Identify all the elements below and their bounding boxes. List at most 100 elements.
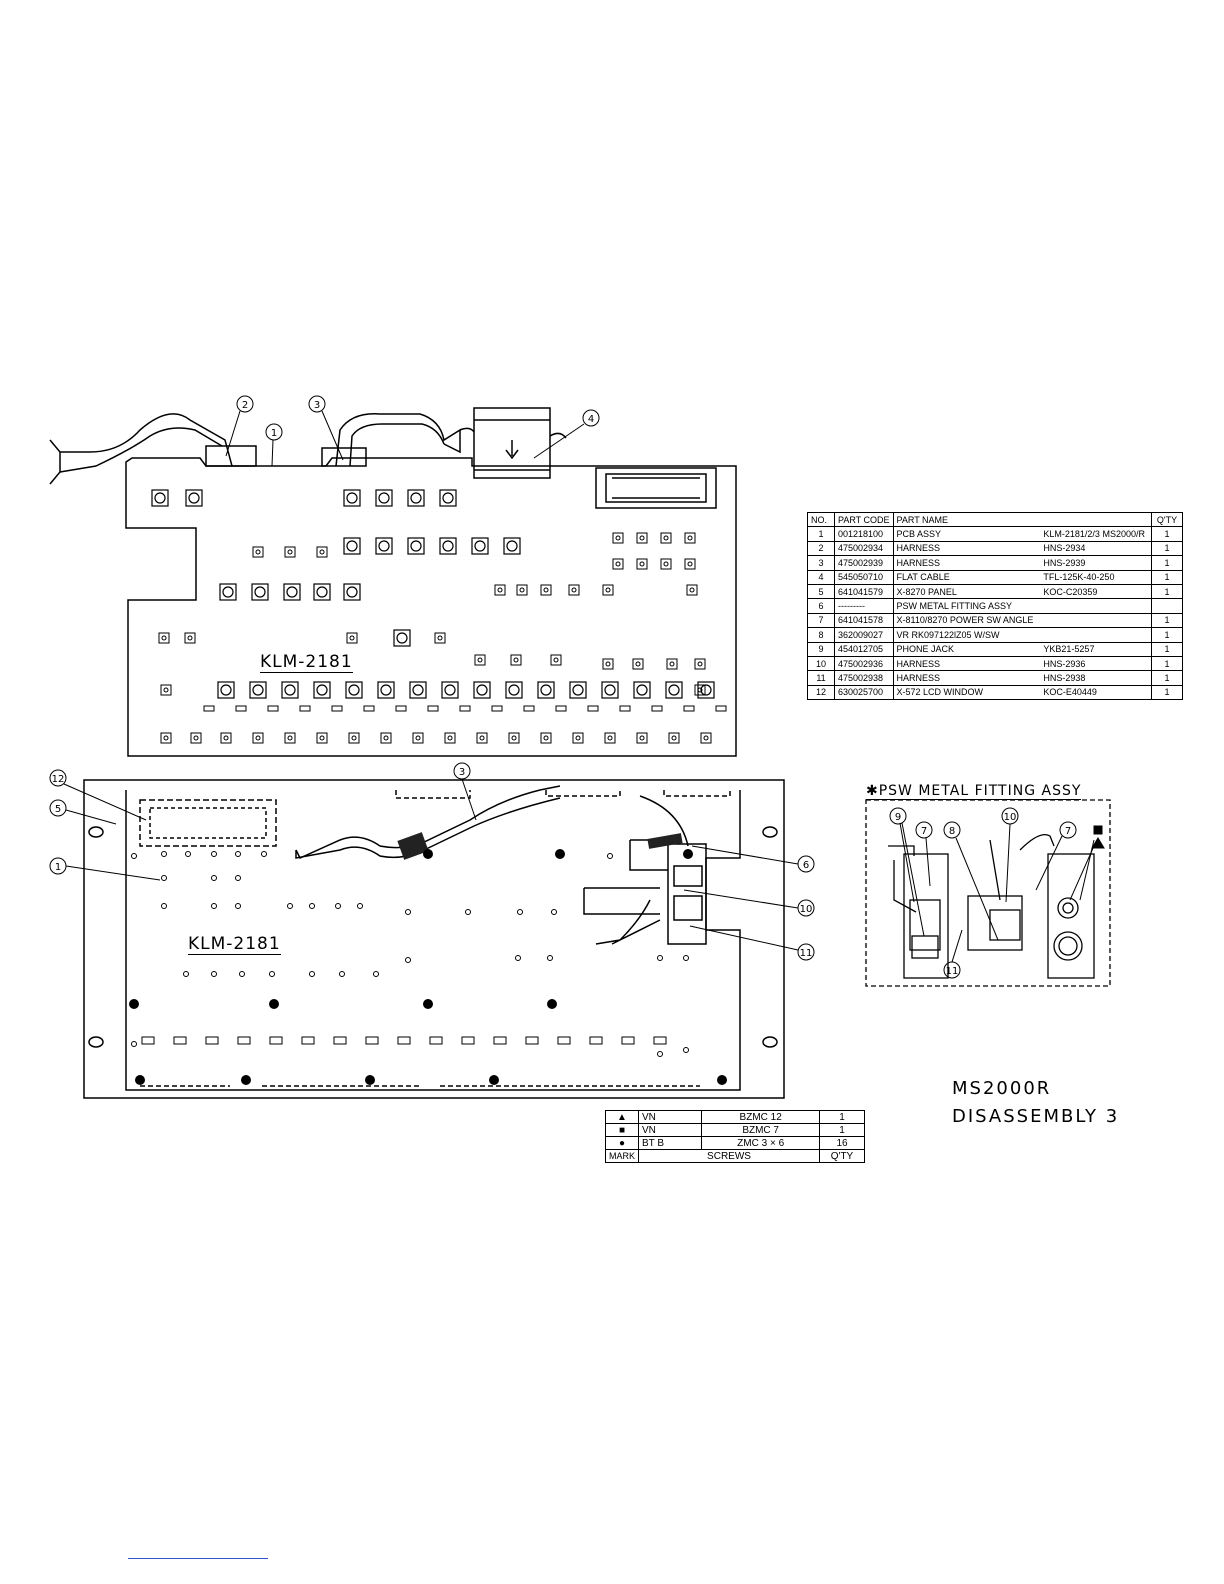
- square-mark-psw: [1093, 825, 1103, 835]
- parts-row: 6---------PSW METAL FITTING ASSY: [807, 598, 1183, 614]
- hole: [494, 584, 506, 596]
- bottom-slot-row: [141, 1036, 667, 1045]
- hole: [284, 546, 296, 558]
- knob: [377, 681, 395, 699]
- hole: [632, 658, 644, 670]
- panel-hole: [607, 853, 613, 859]
- panel-hole: [235, 851, 241, 857]
- board-label-top: KLM-2181: [260, 652, 353, 673]
- panel-slot: [525, 1036, 539, 1045]
- panel-hole: [211, 875, 217, 881]
- col-part-code: PART CODE: [834, 511, 894, 528]
- model-title: MS2000R: [952, 1078, 1052, 1099]
- parts-cell-name: FLAT CABLE: [892, 569, 1041, 585]
- callout-number: 9: [895, 812, 901, 823]
- callout-number: 1: [55, 862, 61, 873]
- flat-cable: [473, 407, 551, 479]
- callout-2: [225, 395, 254, 457]
- knob: [219, 583, 237, 601]
- knob: [313, 681, 331, 699]
- panel-slot: [589, 1036, 603, 1045]
- parts-cell-code: 001218100: [834, 526, 894, 542]
- screws-cell-size: BZMC 12: [701, 1110, 820, 1124]
- parts-cell-no: 2: [807, 540, 835, 557]
- knob: [439, 489, 457, 507]
- psw-assy-panel: [667, 843, 707, 945]
- hole: [284, 732, 296, 744]
- parts-cell-code: 641041579: [834, 583, 894, 600]
- hole: [572, 732, 584, 744]
- callout-12: [49, 769, 147, 821]
- top-slot-row: [203, 705, 727, 712]
- hole: [184, 632, 196, 644]
- parts-cell-qty: 1: [1151, 641, 1183, 657]
- hole: [540, 732, 552, 744]
- parts-cell-no: 5: [807, 583, 835, 600]
- parts-cell-no: 1: [807, 526, 835, 542]
- parts-cell-spec: YKB21-5257: [1040, 641, 1153, 657]
- screw-marks: [129, 849, 727, 1085]
- callout-number: 10: [800, 904, 813, 915]
- knob: [697, 681, 715, 699]
- hole: [444, 732, 456, 744]
- panel-slot: [269, 1036, 283, 1045]
- hole: [316, 546, 328, 558]
- hole: [700, 732, 712, 744]
- parts-cell-code: 362009027: [834, 627, 894, 643]
- screws-cell-mark: ▲: [604, 1110, 640, 1124]
- col-part-name: PART NAME: [892, 511, 1153, 528]
- parts-cell-qty: 1: [1151, 655, 1183, 672]
- hole: [636, 558, 648, 570]
- screws-cell-qty: 16: [819, 1136, 865, 1150]
- hole: [412, 732, 424, 744]
- panel-slot: [237, 1036, 251, 1045]
- panel-hole: [161, 903, 167, 909]
- parts-cell-qty: 1: [1151, 684, 1183, 701]
- hole: [694, 658, 706, 670]
- panel-slot: [493, 1036, 507, 1045]
- hole: [604, 732, 616, 744]
- parts-cell-qty: 1: [1151, 526, 1183, 542]
- parts-cell-spec: KOC-C20359: [1040, 583, 1153, 600]
- hole: [474, 654, 486, 666]
- parts-cell-spec: HNS-2934: [1040, 540, 1153, 557]
- knob: [665, 681, 683, 699]
- knob: [407, 537, 425, 555]
- parts-cell-name: PSW METAL FITTING ASSY: [892, 598, 1041, 614]
- knob: [569, 681, 587, 699]
- panel-slot: [461, 1036, 475, 1045]
- panel-hole: [131, 1041, 137, 1047]
- top-pcb-knobs: [151, 489, 715, 699]
- parts-cell-qty: 1: [1151, 627, 1183, 643]
- panel-hole: [183, 971, 189, 977]
- hole: [660, 558, 672, 570]
- panel-hole: [235, 875, 241, 881]
- front-panel-outline: [83, 779, 785, 1099]
- panel-hole: [373, 971, 379, 977]
- hole: [434, 632, 446, 644]
- knob: [537, 681, 555, 699]
- hole: [252, 546, 264, 558]
- parts-cell-code: 454012705: [834, 641, 894, 657]
- panel-hole: [551, 909, 557, 915]
- parts-cell-qty: 1: [1151, 612, 1183, 629]
- hole: [516, 584, 528, 596]
- parts-cell-qty: 1: [1151, 569, 1183, 585]
- hole: [660, 532, 672, 544]
- hole: [550, 654, 562, 666]
- parts-cell-code: 475002934: [834, 540, 894, 557]
- lcd-connector: [595, 467, 717, 509]
- callout-number: 11: [946, 966, 959, 977]
- top-pcb-holes: [158, 532, 712, 744]
- hole: [684, 558, 696, 570]
- parts-cell-spec: HNS-2938: [1040, 670, 1153, 686]
- parts-cell-code: 641041578: [834, 612, 894, 629]
- parts-cell-name: PCB ASSY: [892, 526, 1041, 542]
